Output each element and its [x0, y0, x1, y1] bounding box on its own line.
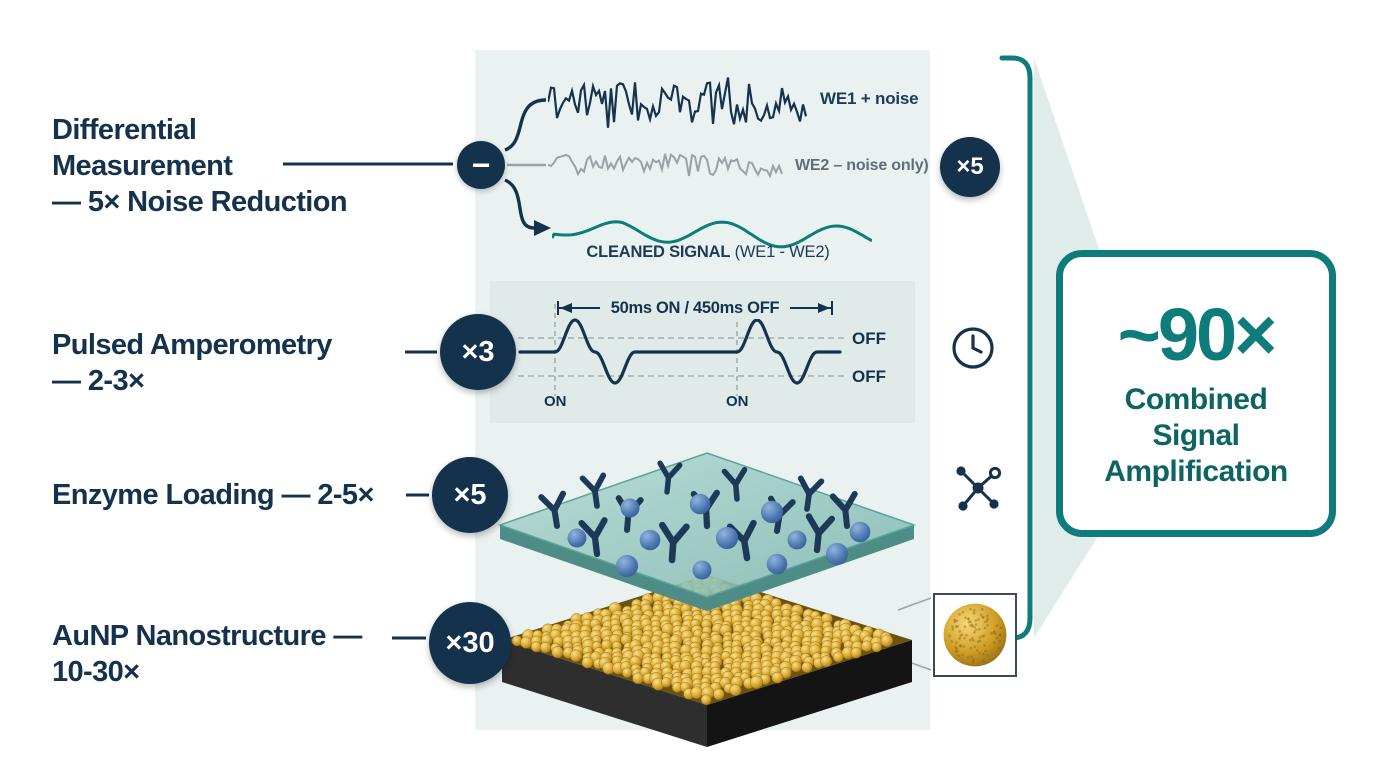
pulsed-badge: ×3	[440, 314, 516, 390]
cleaned-signal-title: CLEANED SIGNAL	[586, 243, 731, 261]
combined-amplification-value: ~90×	[1117, 292, 1278, 376]
dimension-arrow-right-icon	[818, 303, 830, 313]
molecule-icon	[956, 466, 1002, 511]
detail-leader-top	[897, 597, 932, 611]
we1-branch	[504, 98, 547, 152]
result-caption-line-1: Combined	[1124, 382, 1268, 416]
off-label-2: OFF	[852, 367, 886, 386]
pulse-waveform-path	[518, 318, 842, 385]
differential-line-1: Differential	[52, 114, 197, 146]
cleaned-arrowhead-icon	[534, 220, 551, 236]
difference-node: −	[457, 141, 505, 189]
differential-line-2: Measurement	[52, 150, 233, 182]
pulsed-line-1: Pulsed Amperometry	[52, 329, 332, 361]
dimension-arrow-left-icon	[560, 303, 572, 313]
combined-result-box: ~90× Combined Signal Amplification	[1056, 250, 1336, 537]
on-label-1: ON	[544, 393, 567, 410]
off-label-1: OFF	[852, 329, 886, 348]
bracket	[999, 55, 1033, 641]
differential-line-3: — 5× Noise Reduction	[52, 186, 348, 218]
enzyme-line-1: Enzyme Loading — 2-5×	[52, 479, 374, 511]
cleaned-signal-label: CLEANED SIGNAL (WE1 - WE2)	[530, 243, 886, 262]
cleaned-waveform	[552, 220, 872, 249]
we2-waveform	[548, 152, 783, 179]
enzyme-label: Enzyme Loading — 2-5×	[52, 477, 374, 513]
aunp-layer	[502, 575, 912, 747]
minus-icon: −	[471, 146, 491, 183]
we1-label: WE1 + noise	[820, 89, 919, 108]
substrate-left-face	[502, 640, 707, 747]
cleaned-branch	[504, 178, 535, 230]
differential-label: Differential Measurement — 5× Noise Redu…	[52, 112, 348, 220]
aunp-line-2: 10-30×	[52, 656, 140, 688]
we2-label: WE2 – noise only)	[795, 157, 929, 174]
gold-nanoparticles	[511, 576, 893, 706]
pulsed-label: Pulsed Amperometry — 2-3×	[52, 327, 332, 399]
aunp-label: AuNP Nanostructure — 10-30×	[52, 618, 362, 690]
pulse-timing-label: 50ms ON / 450ms OFF	[600, 297, 790, 319]
nanoparticle-thumbnail	[933, 593, 1017, 677]
we1-waveform	[548, 77, 808, 128]
aunp-line-1: AuNP Nanostructure —	[52, 620, 362, 652]
on-label-2: ON	[726, 393, 749, 410]
substrate-right-face	[707, 640, 912, 747]
nanoparticle-sphere-icon	[943, 603, 1007, 667]
enzyme-spheres	[567, 493, 871, 580]
cleaned-signal-detail: (WE1 - WE2)	[730, 243, 830, 261]
result-caption-line-2: Signal	[1152, 418, 1240, 452]
result-caption-line-3: Amplification	[1104, 454, 1288, 488]
noise-reduction-badge: ×5	[940, 137, 1000, 197]
enzyme-badge: ×5	[432, 457, 508, 533]
pulsed-line-2: — 2-3×	[52, 365, 145, 397]
clock-icon	[952, 327, 994, 369]
aunp-badge: ×30	[429, 602, 511, 684]
enzyme-layer	[497, 452, 917, 611]
